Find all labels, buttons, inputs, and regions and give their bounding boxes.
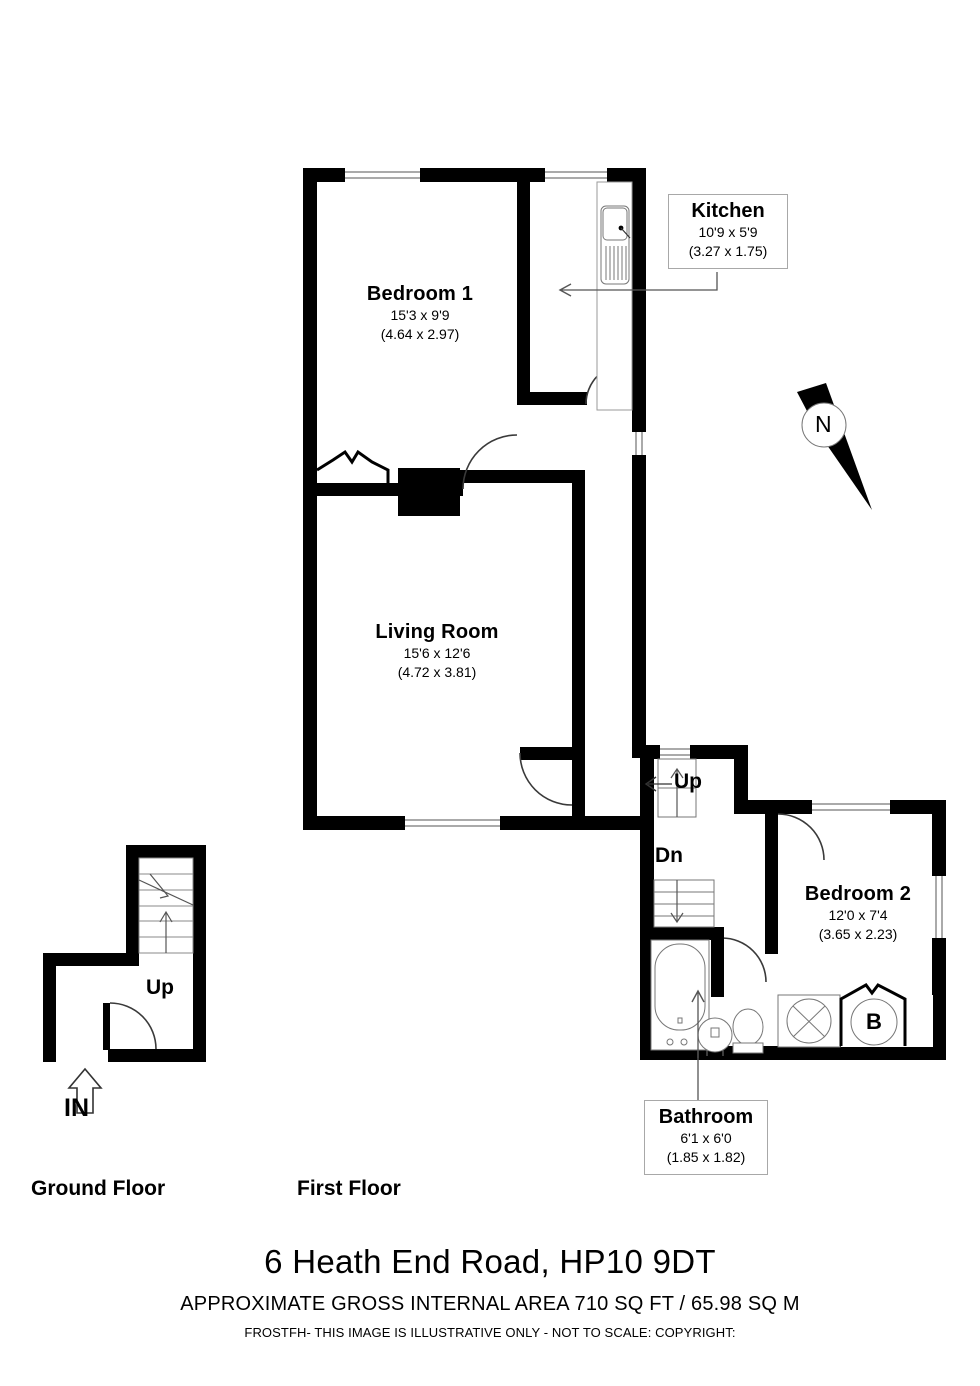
compass-north-letter: N xyxy=(815,411,832,437)
room-dim-imperial-bedroom1: 15'3 x 9'9 xyxy=(390,307,450,323)
bath-inner xyxy=(654,943,706,1031)
kitchen-leader-arrow xyxy=(558,283,572,297)
bedroom2-cupboards xyxy=(777,983,933,1048)
room-dim-imperial-kitchen: 10'9 x 5'9 xyxy=(698,224,758,240)
room-name-living-room: Living Room xyxy=(375,621,499,643)
window-bedroom2-top xyxy=(812,800,890,814)
bathroom-fixtures xyxy=(650,939,764,1056)
wall-living-right xyxy=(572,470,585,760)
wall-connector-right xyxy=(640,758,654,818)
room-dim-imperial-living-room: 15'6 x 12'6 xyxy=(403,645,471,661)
wardrobe-symbol-bedroom2 xyxy=(839,983,907,1046)
toilet xyxy=(697,1017,733,1053)
wall-bedroom1-kitchen xyxy=(517,182,530,404)
room-name-bedroom2: Bedroom 2 xyxy=(804,883,912,905)
room-name-kitchen: Kitchen xyxy=(691,200,765,222)
room-label-bedroom1: Bedroom 1 15'3 x 9'9 (4.64 x 2.97) xyxy=(295,282,545,344)
window-landing xyxy=(660,745,690,759)
wall-living-bottom-nib xyxy=(520,747,585,760)
gross-internal-area: APPROXIMATE GROSS INTERNAL AREA 710 SQ F… xyxy=(180,1293,800,1315)
wall-bathroom-bedroom2-nib xyxy=(765,941,778,954)
copyright-notice: FROSTFH- THIS IMAGE IS ILLUSTRATIVE ONLY… xyxy=(244,1325,736,1340)
gf-door-swing xyxy=(109,1002,157,1050)
wall-right-upper xyxy=(632,168,646,758)
annotation-up-first-floor: Up xyxy=(674,770,702,793)
wall-living-top-right xyxy=(455,470,585,483)
room-dim-imperial-bathroom: 6'1 x 6'0 xyxy=(680,1130,732,1146)
first-floor-interior-fill xyxy=(303,168,946,1060)
floor-caption-first: First Floor xyxy=(297,1177,401,1200)
window-living-bottom xyxy=(405,816,500,830)
bedroom1-wardrobe xyxy=(316,449,390,483)
room-dim-metric-living-room: (4.72 x 3.81) xyxy=(397,664,477,680)
door-bedroom2 xyxy=(777,813,825,861)
gf-wall-mid-horizontal xyxy=(43,953,139,966)
wall-left-exterior xyxy=(303,168,317,830)
room-dim-imperial-bedroom2: 12'0 x 7'4 xyxy=(828,907,888,923)
room-dim-metric-bedroom2: (3.65 x 2.23) xyxy=(818,926,898,942)
floor-caption-ground: Ground Floor xyxy=(31,1177,166,1200)
gf-wall-right xyxy=(193,845,206,1062)
kitchen-sink-unit xyxy=(596,181,633,411)
door-living-room xyxy=(519,752,573,806)
wall-landing-jog xyxy=(734,745,748,807)
annotation-dn-first-floor: Dn xyxy=(655,844,683,867)
gf-wall-top xyxy=(126,845,206,858)
door-bathroom xyxy=(721,937,767,983)
gf-door-opening xyxy=(56,1049,108,1062)
window-bedroom1-top xyxy=(345,168,420,182)
cross-circle-symbol xyxy=(786,998,832,1044)
door-bedroom1 xyxy=(462,434,518,490)
up-arrow-head xyxy=(644,776,657,792)
annotation-up-ground-floor: Up xyxy=(146,976,174,999)
room-label-living-room: Living Room 15'6 x 12'6 (4.72 x 3.81) xyxy=(312,620,562,682)
wall-kitchen-bottom xyxy=(517,392,587,405)
gf-door-leaf xyxy=(103,1003,110,1050)
window-hall-right xyxy=(632,432,646,455)
annotation-boiler: B xyxy=(866,1009,882,1034)
stair-down-first-floor xyxy=(653,879,715,928)
bathroom-leader-arrow xyxy=(691,989,705,1003)
chimney-breast xyxy=(398,468,460,516)
room-dim-metric-bathroom: (1.85 x 1.82) xyxy=(666,1149,746,1165)
basin xyxy=(732,1008,764,1046)
first-floor-plan xyxy=(303,168,946,1100)
compass-rose xyxy=(797,383,872,510)
wall-bathroom-top xyxy=(654,927,724,940)
gf-wall-left xyxy=(43,953,56,1062)
boiler-circle xyxy=(850,998,898,1046)
room-label-bedroom2: Bedroom 2 12'0 x 7'4 (3.65 x 2.23) xyxy=(768,882,948,944)
room-dim-metric-kitchen: (3.27 x 1.75) xyxy=(688,243,768,259)
compass-circle xyxy=(801,402,847,448)
wall-living-bottom-jog xyxy=(572,747,585,817)
gf-staircase xyxy=(138,857,194,954)
room-dim-metric-bedroom1: (4.64 x 2.97) xyxy=(380,326,460,342)
property-address: 6 Heath End Road, HP10 9DT xyxy=(264,1243,716,1280)
kitchen-leader-line xyxy=(561,272,718,291)
room-label-kitchen: Kitchen 10'9 x 5'9 (3.27 x 1.75) xyxy=(668,194,788,269)
window-kitchen-top xyxy=(545,168,607,182)
wall-landing-top xyxy=(640,745,748,759)
wall-bathroom-bedroom2-upper xyxy=(765,814,778,941)
wall-bathroom-right xyxy=(711,927,724,997)
room-name-bedroom1: Bedroom 1 xyxy=(366,283,474,305)
ground-floor-plan xyxy=(43,845,206,1114)
annotation-in-ground-floor: IN xyxy=(64,1094,89,1122)
cupboard-right xyxy=(841,995,933,1047)
stair-up-first-floor xyxy=(657,758,697,818)
in-arrow xyxy=(67,1067,103,1114)
room-label-bathroom: Bathroom 6'1 x 6'0 (1.85 x 1.82) xyxy=(644,1100,768,1175)
sink-bowl xyxy=(602,207,628,241)
compass-needle xyxy=(797,383,872,510)
room-name-bathroom: Bathroom xyxy=(658,1106,754,1128)
gf-wall-upper-left xyxy=(126,845,139,966)
